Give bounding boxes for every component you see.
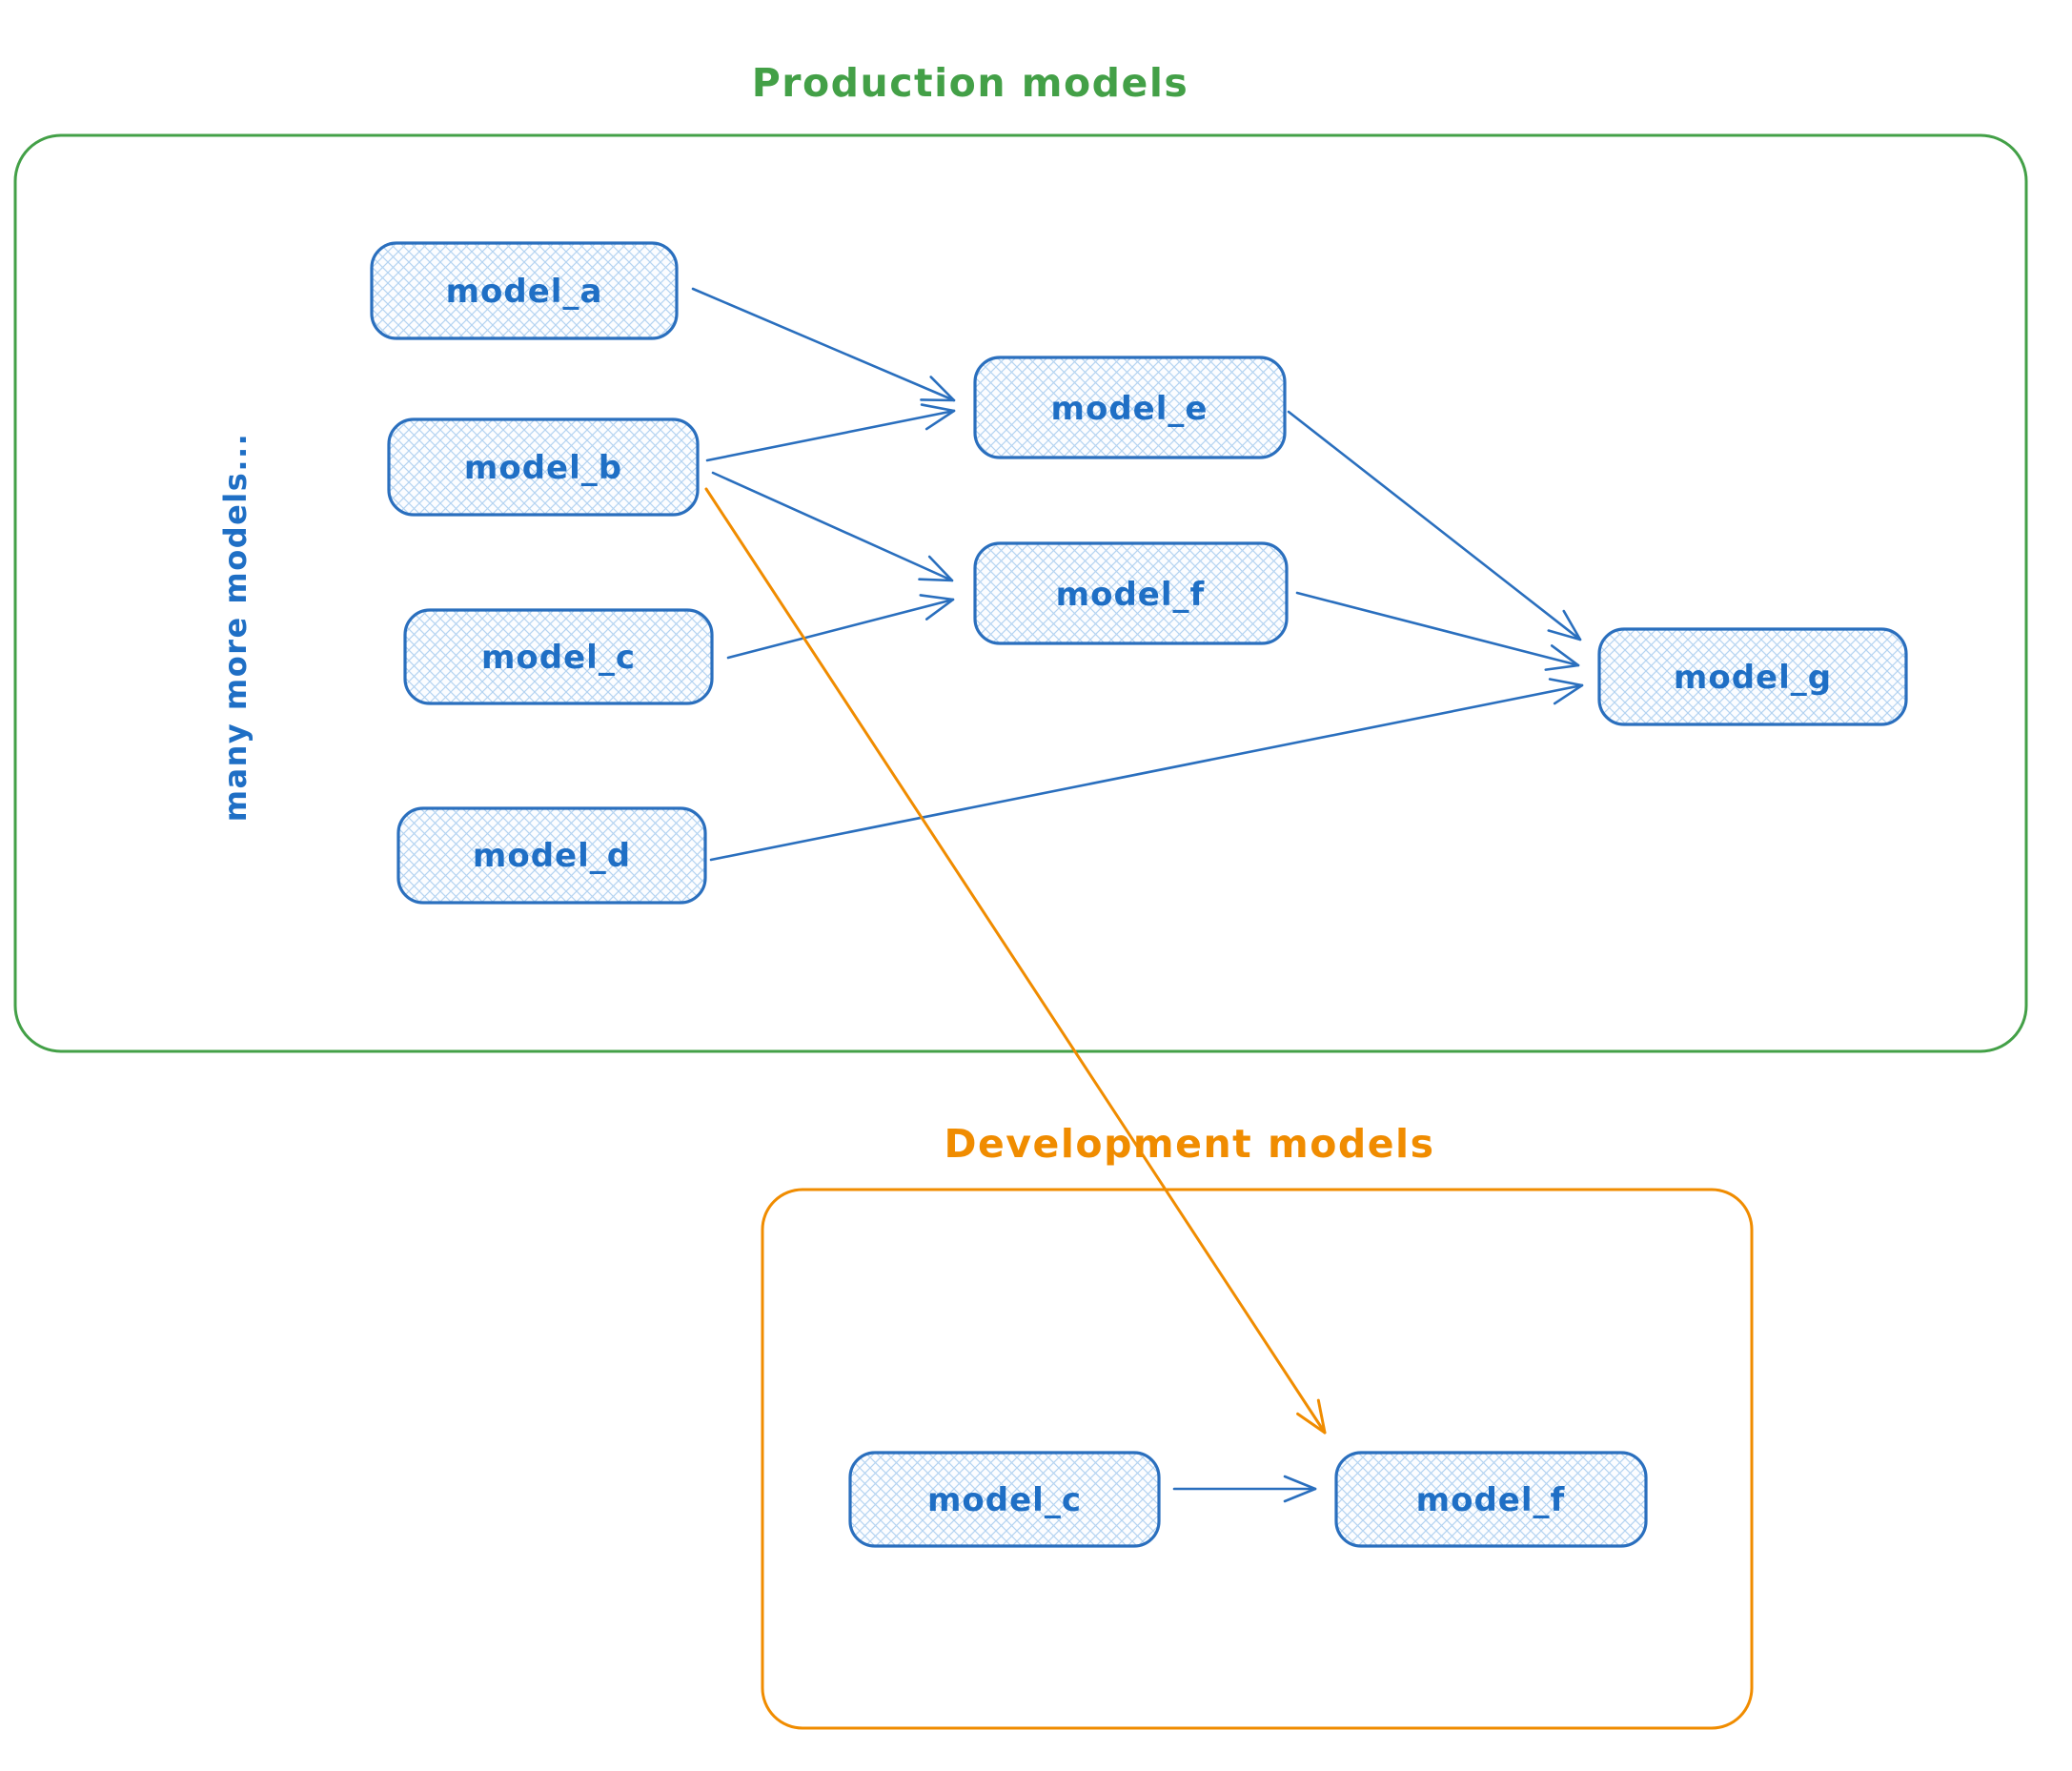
development-zone-box [761, 1188, 1754, 1730]
edge-model-a-to-model-e [691, 287, 956, 402]
node-model-b-label: model_b [464, 449, 622, 487]
node-model-c: model_c [403, 608, 714, 705]
node-model-g-label: model_g [1674, 659, 1832, 697]
dev-node-model-c-label: model_c [927, 1481, 1082, 1519]
node-model-e-label: model_e [1051, 390, 1209, 428]
edge-model-c-to-model-f [726, 594, 955, 660]
node-model-f-label: model_f [1056, 576, 1206, 614]
edge-model-b-to-model-f [711, 471, 954, 582]
node-model-c-label: model_c [481, 639, 636, 677]
node-model-b: model_b [387, 417, 700, 517]
node-model-c-box [403, 608, 714, 705]
edge-model-e-to-model-g [1287, 410, 1582, 641]
edge-model-d-to-model-g [709, 678, 1584, 862]
production-zone-title: Production models [752, 60, 1189, 106]
many-more-models-note: many more models... [217, 433, 254, 823]
node-model-d: model_d [396, 806, 707, 905]
node-model-d-box [396, 806, 707, 905]
node-model-g: model_g [1597, 627, 1908, 726]
production-zone-box [13, 133, 2028, 1053]
edge-model-b-to-dev-model-f [704, 487, 1327, 1435]
node-model-b-box [387, 417, 700, 517]
node-model-a: model_a [370, 241, 679, 340]
dev-node-model-c: model_c [848, 1451, 1161, 1548]
node-model-e-box [973, 356, 1287, 459]
node-model-f-box [973, 541, 1289, 645]
node-model-d-label: model_d [473, 837, 631, 875]
dev-node-model-f-box [1334, 1451, 1648, 1548]
node-model-a-label: model_a [446, 273, 603, 311]
node-model-a-box [370, 241, 679, 340]
dev-node-model-f-label: model_f [1416, 1481, 1566, 1519]
edge-model-b-to-model-e [705, 403, 956, 462]
node-model-f: model_f [973, 541, 1289, 645]
development-zone-title: Development models [944, 1121, 1434, 1167]
node-model-g-box [1597, 627, 1908, 726]
dev-node-model-f: model_f [1334, 1451, 1648, 1548]
edge-model-f-to-model-g [1295, 591, 1580, 671]
dev-node-model-c-box [848, 1451, 1161, 1548]
node-model-e: model_e [973, 356, 1287, 459]
